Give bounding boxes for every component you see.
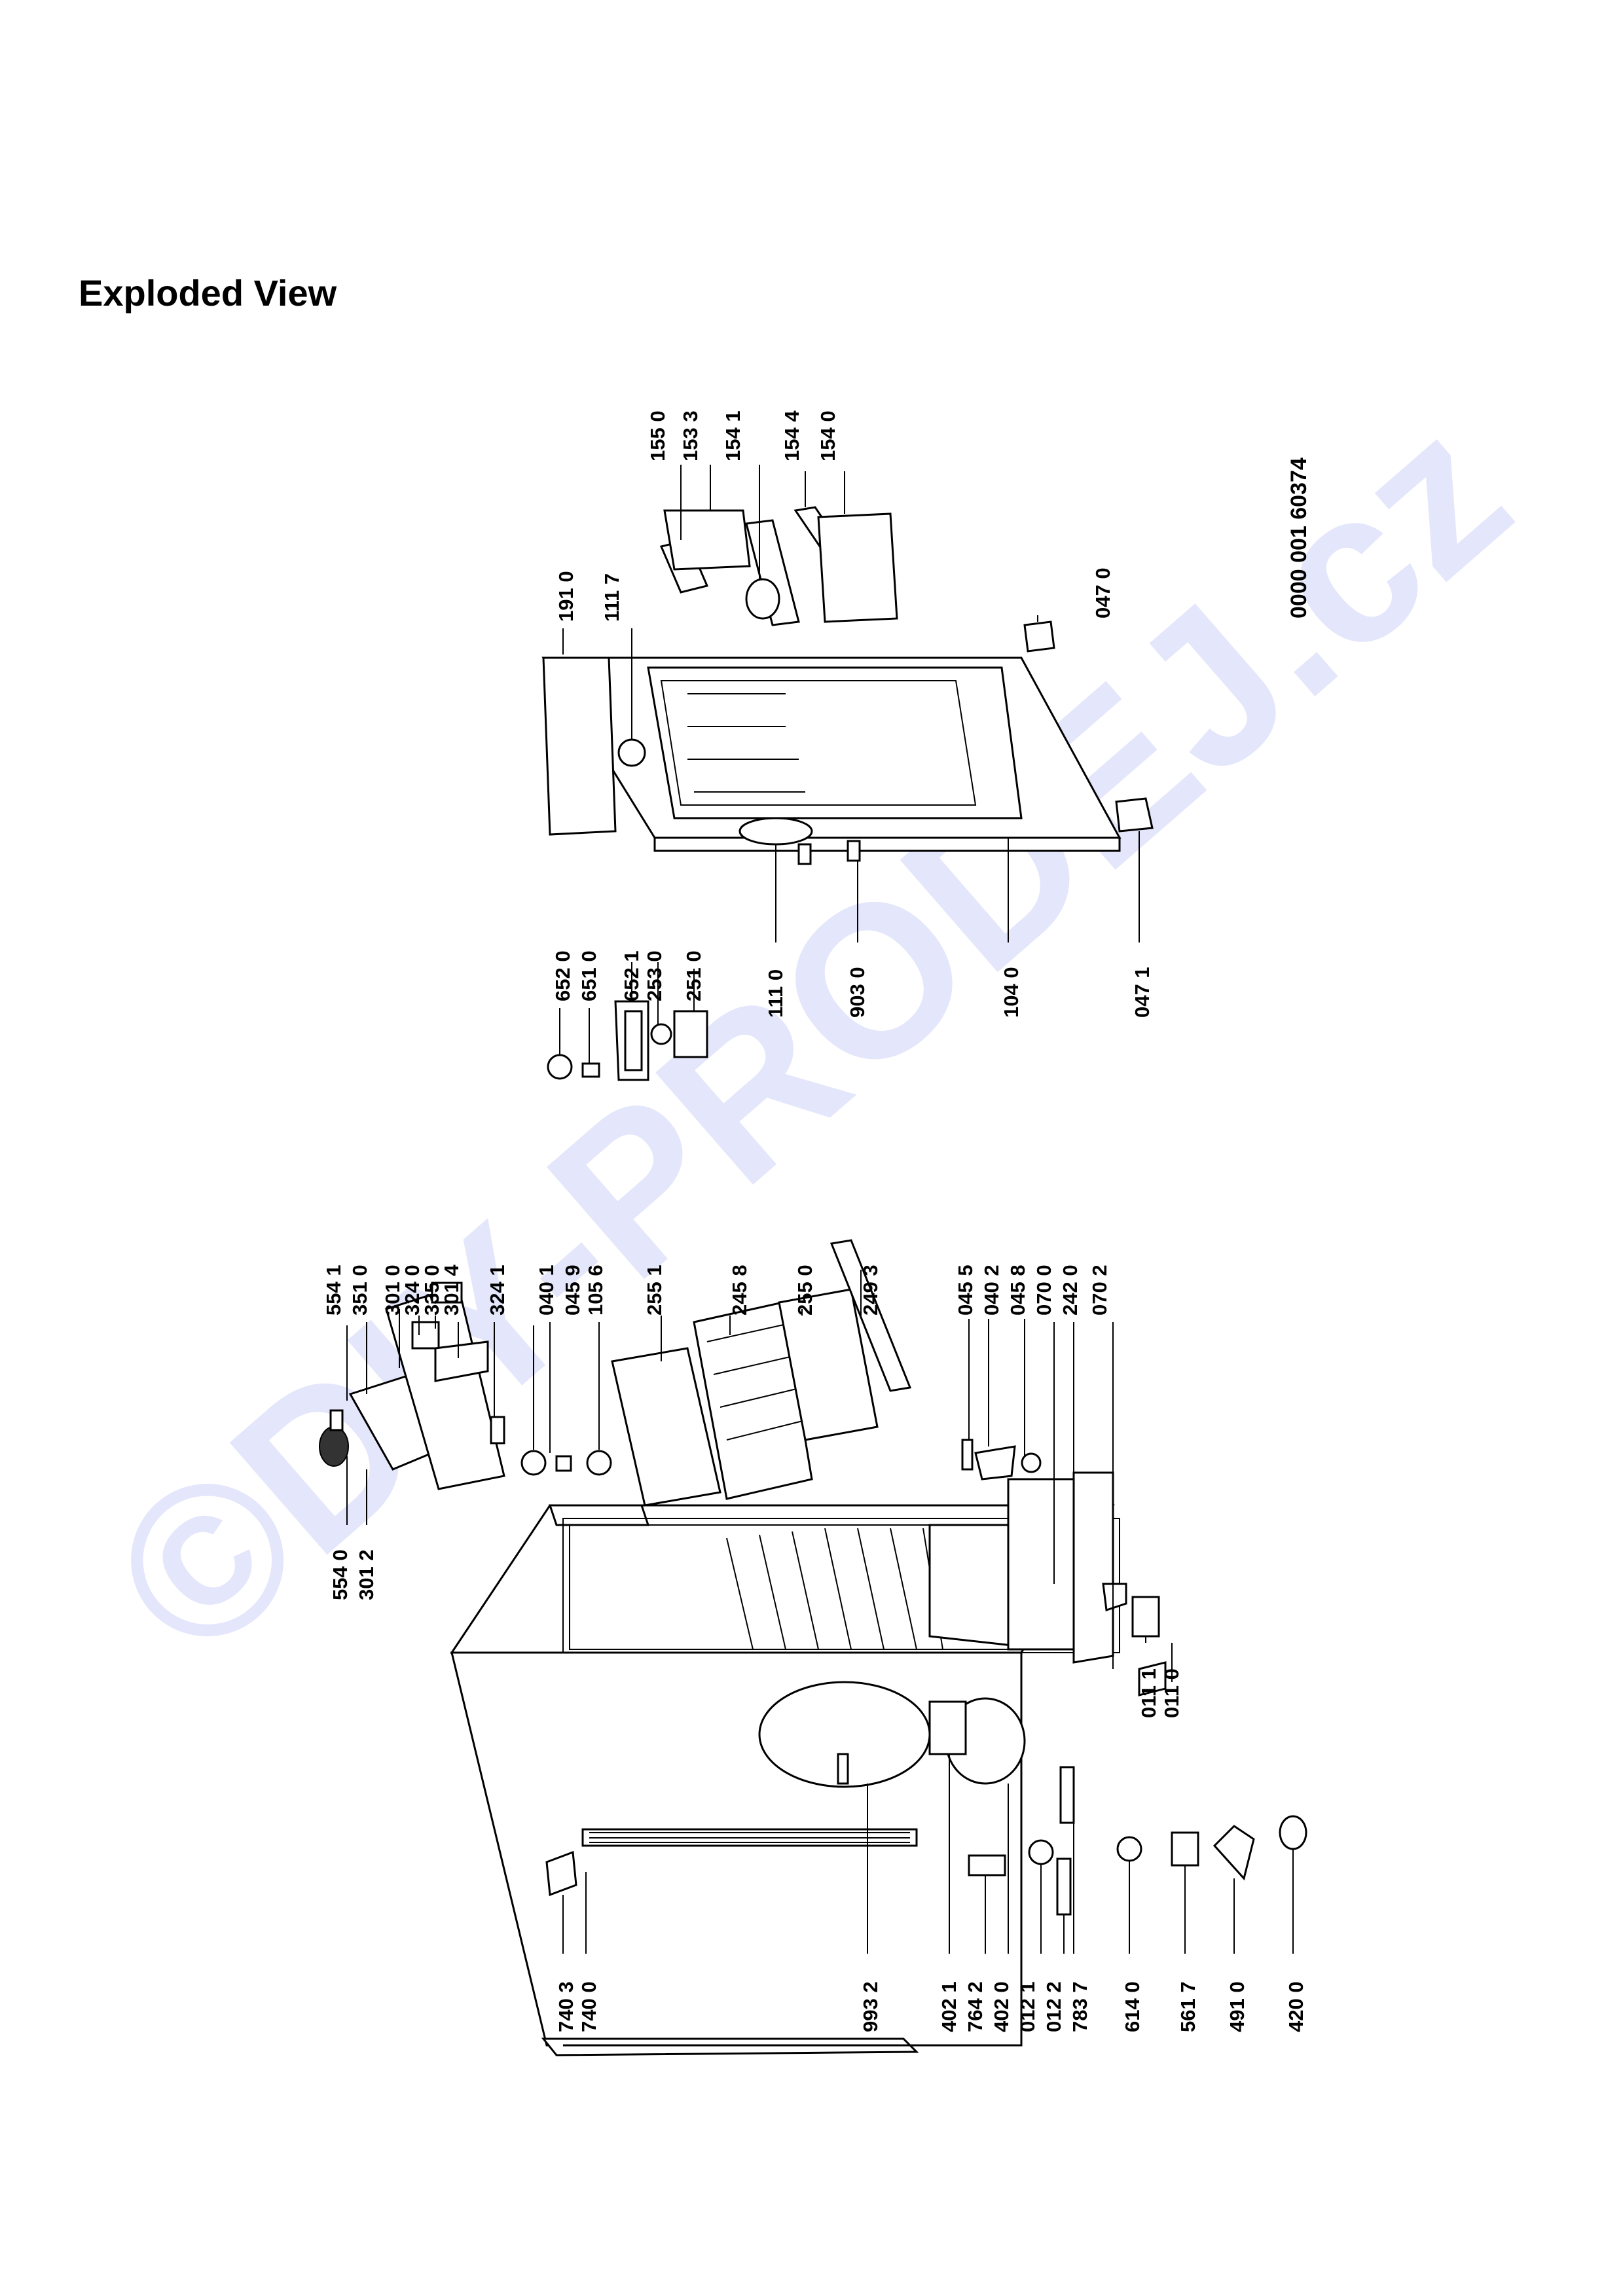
part-label: 154 1	[721, 410, 744, 461]
document-code: 0000 001 60374	[1286, 457, 1311, 619]
part-label: 783 7	[1068, 1981, 1091, 2032]
part-label: 554 0	[329, 1549, 352, 1600]
part-label: 045 9	[561, 1265, 584, 1316]
part-label: 040 1	[535, 1265, 558, 1316]
part-label: 105 6	[584, 1265, 607, 1316]
part-label: 324 1	[486, 1265, 509, 1316]
part-label: 301 4	[440, 1265, 463, 1316]
part-label: 111 7	[600, 573, 623, 622]
part-label: 011 1	[1137, 1668, 1160, 1718]
part-label: 040 2	[980, 1265, 1003, 1316]
part-label: 402 1	[938, 1981, 960, 2032]
part-label: 012 2	[1042, 1981, 1065, 2032]
part-label: 740 3	[555, 1981, 577, 2032]
part-label: 561 7	[1176, 1981, 1199, 2032]
part-label: 651 0	[577, 950, 600, 1001]
cabinet-drawing	[450, 1471, 1307, 2056]
part-label: 764 2	[964, 1981, 987, 2032]
page-title: Exploded View	[79, 272, 337, 314]
part-label: 335 0	[420, 1265, 443, 1316]
part-label: 047 0	[1091, 567, 1114, 619]
door-drawing	[541, 506, 1154, 1081]
part-label: 155 0	[646, 410, 669, 461]
part-label: 012 1	[1016, 1981, 1039, 2032]
part-label: 011 0	[1160, 1668, 1183, 1718]
part-label: 242 0	[1059, 1265, 1082, 1316]
part-label: 070 0	[1032, 1265, 1055, 1316]
part-label: 652 0	[551, 950, 574, 1001]
part-label: 154 0	[816, 410, 839, 461]
part-label: 420 0	[1285, 1981, 1307, 2032]
control-box-drawing	[319, 1282, 505, 1490]
part-label: 351 0	[348, 1265, 371, 1316]
part-label: 045 5	[954, 1265, 977, 1316]
part-labels: 554 1 351 0 301 0 324 0 335 0 301 4 324 …	[322, 410, 1311, 2032]
part-label: 255 0	[793, 1265, 816, 1316]
shelves-drawing	[520, 1239, 1167, 1696]
part-label: 491 0	[1226, 1981, 1249, 2032]
part-label: 554 1	[322, 1265, 345, 1316]
part-label: 153 3	[679, 410, 702, 461]
part-label: 301 0	[381, 1265, 404, 1316]
leader-lines	[346, 465, 1294, 1954]
part-label: 245 8	[728, 1265, 751, 1316]
part-label: 191 0	[555, 571, 577, 622]
part-label: 070 2	[1088, 1265, 1111, 1316]
part-label: 251 0	[682, 950, 705, 1001]
part-label: 402 0	[990, 1981, 1013, 2032]
part-label: 301 2	[355, 1549, 378, 1600]
part-label: 324 0	[401, 1265, 424, 1316]
part-label: 903 0	[846, 967, 869, 1018]
part-label: 154 4	[780, 410, 803, 461]
part-label: 652 1	[620, 950, 643, 1001]
part-label: 614 0	[1121, 1981, 1144, 2032]
part-label: 993 2	[859, 1981, 882, 2032]
part-label: 045 8	[1006, 1265, 1029, 1316]
part-label: 104 0	[1000, 967, 1023, 1018]
part-label: 047 1	[1131, 967, 1154, 1018]
part-label: 249 3	[859, 1265, 882, 1316]
part-label: 255 1	[643, 1265, 666, 1316]
part-label: 253 0	[643, 950, 666, 1001]
part-label: 740 0	[577, 1981, 600, 2032]
part-label: 111 0	[764, 969, 787, 1018]
